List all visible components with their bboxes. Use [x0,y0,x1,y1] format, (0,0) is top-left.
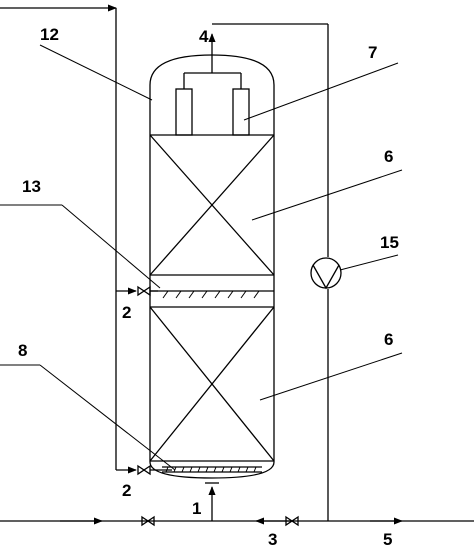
upper-feed-branch [116,285,158,297]
distributor-hatching [162,290,260,299]
gas-outlet-line [208,23,328,73]
callout-labels: 12 4 7 6 13 15 2 6 8 2 1 3 5 [18,25,399,549]
header-valve-right [285,515,299,527]
label-6-lower: 6 [384,330,393,349]
recycle-line [310,24,342,521]
leader-6-upper [251,169,403,221]
label-5: 5 [383,530,392,549]
leader-12 [39,44,153,101]
bottom-distributor-hatching [165,466,257,473]
leader-15 [339,254,399,271]
label-15: 15 [380,233,399,252]
lower-packed-bed [149,306,275,462]
circulation-pump [310,257,342,289]
leader-13 [61,204,161,289]
label-6-upper: 6 [384,147,393,166]
label-4: 4 [199,27,209,46]
upper-packed-bed [149,134,275,276]
bottom-inlet-nozzle [205,482,219,521]
bottom-gas-distributor [162,466,262,473]
header-valve-left [141,515,155,527]
vessel-shell [149,54,275,479]
lower-feed-branch [116,464,172,476]
demister-left [175,88,193,136]
label-2-lower: 2 [122,481,131,500]
bottom-header-pipe [0,515,474,527]
label-7: 7 [368,43,377,62]
pump-symbol [312,264,340,290]
demister-assembly [175,72,250,136]
column-vessel [149,54,275,479]
label-13: 13 [22,177,41,196]
upper-feed-valve [137,285,151,297]
leader-7 [243,62,399,121]
liquid-distributor [150,290,274,308]
left-feed-pipe [0,4,117,470]
leader-6-lower [259,352,403,401]
demister-right [232,88,250,136]
label-8: 8 [18,341,27,360]
label-12: 12 [40,25,59,44]
label-2-upper: 2 [122,303,131,322]
leader-8 [39,364,176,471]
label-3: 3 [268,530,277,549]
label-1: 1 [192,499,201,518]
lower-feed-valve [137,464,151,476]
leader-lines [0,44,403,471]
